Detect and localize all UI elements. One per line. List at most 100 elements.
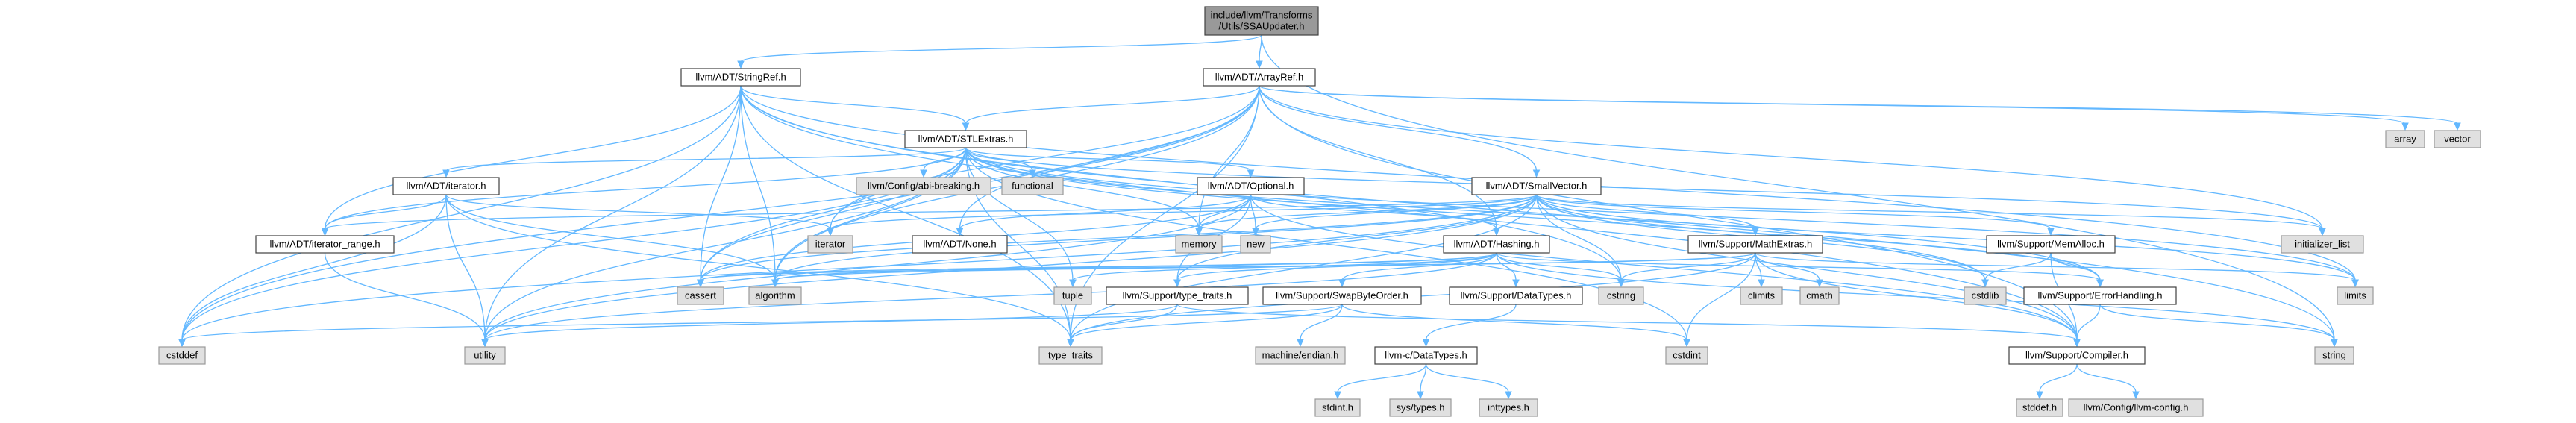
edge-arrowhead <box>1512 279 1520 288</box>
include-edge-mathextras-to-cstdint <box>1683 252 1756 348</box>
node-limits: limits <box>2337 286 2374 305</box>
node-label: /Utils/SSAUpdater.h <box>1219 21 1305 32</box>
edge-line <box>2050 252 2101 281</box>
node-label: llvm/Support/MathExtras.h <box>1699 239 1812 250</box>
edge-arrowhead <box>2401 122 2409 131</box>
node-llvm-adt-smallvector-h[interactable]: llvm/ADT/SmallVector.h <box>1471 177 1602 195</box>
node-sys-types-h: sys/types.h <box>1389 398 1452 417</box>
include-edge-stringref-to-stlextras <box>740 85 970 131</box>
node-llvm-support-memalloc-h[interactable]: llvm/Support/MemAlloc.h <box>1986 235 2116 254</box>
node-label: llvm/Support/type_traits.h <box>1123 290 1232 301</box>
edge-line <box>1341 304 1687 341</box>
node-llvm-support-datatypes-h[interactable]: llvm/Support/DataTypes.h <box>1449 286 1583 305</box>
include-edge-stringref-to-iteratorrange <box>321 85 742 236</box>
include-edge-mathextras-to-limits <box>1755 252 2359 288</box>
include-edge-iteratorh-to-iteratorrange <box>321 194 447 236</box>
include-edge-datatypesh-to-cdatatypes <box>1422 304 1517 348</box>
node-llvm-adt-optional-h[interactable]: llvm/ADT/Optional.h <box>1197 177 1305 195</box>
node-label: llvm/ADT/STLExtras.h <box>918 134 1014 145</box>
node-new: new <box>1240 235 1271 254</box>
edge-line <box>1337 363 1427 393</box>
edge-arrowhead <box>827 228 834 236</box>
edge-arrowhead <box>1617 279 1625 288</box>
node-box <box>1262 286 1422 305</box>
node-label: llvm/ADT/StringRef.h <box>695 72 786 83</box>
include-edge-cdatatypes-to-inttypes <box>1425 363 1512 400</box>
edge-line <box>181 304 1343 341</box>
node-box <box>1665 346 1708 365</box>
edge-arrowhead <box>697 279 704 288</box>
edge-line <box>324 252 486 341</box>
edge-line <box>1250 194 1256 230</box>
edge-line <box>1686 252 1756 341</box>
edge-line <box>1496 252 1622 281</box>
include-edge-compiler-to-llvmconfig <box>2076 363 2140 400</box>
node-llvm-support-errorhandling-h[interactable]: llvm/Support/ErrorHandling.h <box>2023 286 2177 305</box>
edge-arrowhead <box>1816 279 1823 288</box>
include-edge-arrayref-to-stlextras <box>962 85 1260 131</box>
edge-line <box>965 147 1033 172</box>
edge-line <box>445 147 967 172</box>
node-llvm-support-type-traits-h[interactable]: llvm/Support/type_traits.h <box>1106 286 1249 305</box>
include-edge-mathextras-to-cassert <box>697 252 1756 288</box>
edge-line <box>965 147 1200 230</box>
node-label: machine/endian.h <box>1262 350 1339 361</box>
include-edge-typetraitsh-to-utility <box>481 304 1178 348</box>
node-box <box>677 286 724 305</box>
node-climits: climits <box>1740 286 1783 305</box>
node-llvm-support-swapbyteorder-h[interactable]: llvm/Support/SwapByteOrder.h <box>1262 286 1422 305</box>
edge-line <box>740 85 2335 341</box>
node-box <box>856 177 991 195</box>
edge-arrowhead <box>2096 279 2104 288</box>
node-llvm-adt-none-h[interactable]: llvm/ADT/None.h <box>912 235 1008 254</box>
node-llvm-adt-hashing-h[interactable]: llvm/ADT/Hashing.h <box>1443 235 1550 254</box>
node-box <box>1197 177 1305 195</box>
node-label: cmath <box>1806 290 1832 301</box>
node-utility: utility <box>464 346 506 365</box>
include-edge-stlextras-to-iteratorh <box>442 147 967 178</box>
edge-line <box>700 147 967 281</box>
include-edge-root-to-arrayref <box>1256 34 1263 69</box>
node-box <box>2008 346 2146 365</box>
edge-line <box>1425 363 1509 393</box>
edge-arrowhead <box>1417 391 1424 400</box>
node-box <box>1106 286 1249 305</box>
include-edge-stlextras-to-algorithm <box>771 147 967 288</box>
node-box <box>2281 235 2364 254</box>
edge-line <box>959 85 1260 230</box>
node-llvm-adt-arrayref-h[interactable]: llvm/ADT/ArrayRef.h <box>1203 68 1316 87</box>
node-llvm-support-mathextras-h[interactable]: llvm/Support/MathExtras.h <box>1687 235 1823 254</box>
include-edge-errorhandling-to-compiler <box>2073 304 2101 348</box>
edge-arrowhead <box>1247 169 1255 178</box>
node-label: llvm/Config/llvm-config.h <box>2084 402 2189 413</box>
edge-line <box>324 194 447 230</box>
node-box <box>1038 346 1103 365</box>
edge-line <box>1755 252 2078 341</box>
node-box <box>1443 235 1550 254</box>
node-llvm-c-datatypes-h[interactable]: llvm-c/DataTypes.h <box>1374 346 1478 365</box>
edge-line <box>774 147 967 281</box>
node-box <box>1986 235 2116 254</box>
node-label: llvm/ADT/ArrayRef.h <box>1215 72 1303 83</box>
node-label: cstring <box>1607 290 1635 301</box>
node-llvm-adt-iterator-range-h[interactable]: llvm/ADT/iterator_range.h <box>255 235 395 254</box>
node-label: climits <box>1748 290 1776 301</box>
edge-line <box>1070 304 1178 341</box>
node-include-llvm-transforms-utils-ssaupdater-h[interactable]: include/llvm/Transforms/Utils/SSAUpdater… <box>1204 6 1319 36</box>
node-label: memory <box>1182 239 1217 250</box>
node-llvm-adt-stringref-h[interactable]: llvm/ADT/StringRef.h <box>680 68 801 87</box>
edge-line <box>484 85 742 341</box>
edge-line <box>700 85 742 281</box>
node-box <box>1203 68 1316 87</box>
node-label: llvm/ADT/iterator.h <box>407 181 486 192</box>
include-edge-hashing-to-typetraitsh <box>1173 252 1497 288</box>
node-llvm-adt-iterator-h[interactable]: llvm/ADT/iterator.h <box>392 177 500 195</box>
node-llvm-config-llvm-config-h: llvm/Config/llvm-config.h <box>2068 398 2204 417</box>
node-label: llvm/ADT/iterator_range.h <box>269 239 380 250</box>
node-llvm-adt-stlextras-h[interactable]: llvm/ADT/STLExtras.h <box>904 130 1027 148</box>
edge-arrowhead <box>1252 228 1259 236</box>
node-label: llvm/Support/MemAlloc.h <box>1997 239 2105 250</box>
node-label: functional <box>1012 181 1053 192</box>
node-llvm-support-compiler-h[interactable]: llvm/Support/Compiler.h <box>2008 346 2146 365</box>
edge-line <box>181 85 1260 341</box>
